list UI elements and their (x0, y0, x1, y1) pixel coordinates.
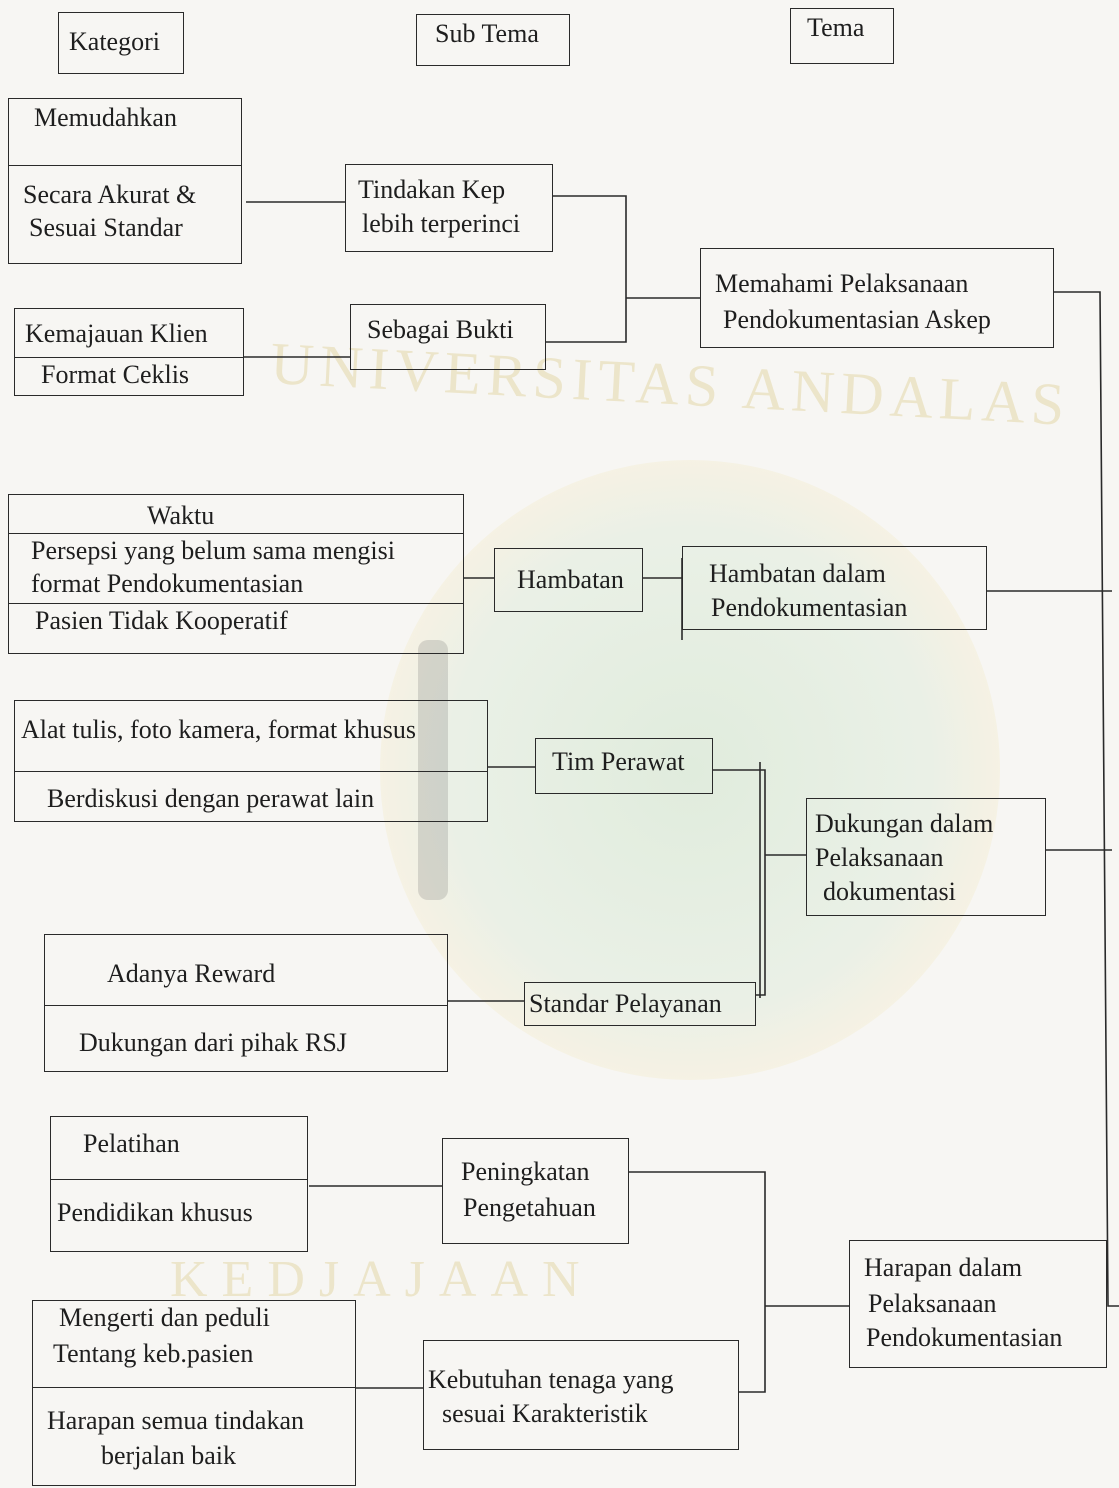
subtheme-box-3: Hambatan (494, 548, 643, 612)
university-seal-watermark (380, 460, 1000, 1080)
category-item: Pasien Tidak Kooperatif (9, 603, 463, 637)
category-item: Sesuai Standar (29, 213, 183, 242)
category-box-3: Waktu Persepsi yang belum sama mengisi f… (8, 494, 464, 654)
theme-line: Hambatan dalam (709, 559, 886, 588)
subtheme-box-7: Kebutuhan tenaga yang sesuai Karakterist… (423, 1340, 739, 1450)
category-item: Persepsi yang belum sama mengisi (9, 533, 463, 567)
theme-line: Pendokumentasian Askep (723, 305, 991, 334)
category-item: Dukungan dari pihak RSJ (45, 1005, 447, 1057)
subtheme-line: Pengetahuan (463, 1193, 596, 1222)
bracket-s4-s5 (713, 769, 766, 996)
category-item: Berdiskusi dengan perawat lain (15, 771, 487, 813)
bracket-s1-s2 (546, 195, 627, 343)
category-item: Waktu (147, 501, 215, 530)
subtheme-box-4: Tim Perawat (535, 738, 713, 794)
subtheme-line: lebih terperinci (362, 209, 521, 238)
spine-right (1054, 291, 1119, 1307)
category-box-1: Memudahkan Secara Akurat & Sesuai Standa… (8, 98, 242, 264)
subtheme-line: Tindakan Kep (358, 175, 506, 204)
category-item: Harapan semua tindakan (33, 1387, 355, 1435)
header-kategori: Kategori (58, 12, 184, 74)
theme-line: Pendokumentasian (866, 1323, 1063, 1352)
subtheme-line: sesuai Karakteristik (442, 1399, 648, 1428)
subtheme-line: Sebagai Bukti (367, 315, 514, 344)
subtheme-line: Standar Pelayanan (529, 989, 722, 1018)
subtheme-line: Kebutuhan tenaga yang (428, 1365, 674, 1394)
bracket-s6-s7 (629, 1171, 766, 1393)
theme-line: dokumentasi (823, 877, 956, 906)
category-item: Pelatihan (83, 1129, 180, 1158)
subtheme-line: Tim Perawat (552, 747, 685, 776)
theme-line: Memahami Pelaksanaan (715, 269, 969, 298)
category-item: berjalan baik (101, 1441, 236, 1470)
category-item: Memudahkan (34, 103, 177, 132)
theme-line: Pendokumentasian (711, 593, 908, 622)
category-item: format Pendokumentasian (31, 569, 304, 598)
theme-line: Harapan dalam (864, 1253, 1023, 1282)
theme-box-4: Harapan dalam Pelaksanaan Pendokumentasi… (849, 1240, 1107, 1368)
category-box-2: Kemajauan Klien Format Ceklis (14, 308, 244, 396)
theme-box-1: Memahami Pelaksanaan Pendokumentasian As… (700, 248, 1054, 348)
header-tema: Tema (790, 8, 894, 64)
category-item: Adanya Reward (107, 959, 276, 988)
header-sub-tema-label: Sub Tema (435, 19, 539, 48)
category-item: Format Ceklis (15, 357, 243, 391)
watermark-text-bottom: KEDJAJAAN (170, 1251, 594, 1308)
category-item: Pendidikan khusus (51, 1179, 307, 1227)
subtheme-line: Peningkatan (461, 1157, 590, 1186)
category-item: Kemajauan Klien (25, 319, 208, 348)
category-box-4: Alat tulis, foto kamera, format khusus B… (14, 700, 488, 822)
category-box-5: Adanya Reward Dukungan dari pihak RSJ (44, 934, 448, 1072)
subtheme-box-5: Standar Pelayanan (524, 982, 756, 1026)
category-item: Tentang keb.pasien (53, 1339, 254, 1368)
seal-torch-shape (418, 640, 448, 900)
header-sub-tema: Sub Tema (416, 14, 570, 66)
theme-box-2: Hambatan dalam Pendokumentasian (682, 546, 987, 630)
subtheme-box-1: Tindakan Kep lebih terperinci (345, 164, 553, 252)
theme-box-3: Dukungan dalam Pelaksanaan dokumentasi (806, 798, 1046, 916)
theme-line: Pelaksanaan (815, 843, 944, 872)
category-box-6: Pelatihan Pendidikan khusus (50, 1116, 308, 1252)
theme-line: Dukungan dalam (815, 809, 994, 838)
header-tema-label: Tema (807, 13, 865, 42)
category-item: Secara Akurat & (9, 165, 241, 209)
header-kategori-label: Kategori (69, 27, 160, 56)
category-item: Mengerti dan peduli (59, 1303, 270, 1332)
theme-line: Pelaksanaan (868, 1289, 997, 1318)
subtheme-line: Hambatan (517, 565, 624, 594)
category-item: Alat tulis, foto kamera, format khusus (21, 715, 416, 744)
subtheme-box-6: Peningkatan Pengetahuan (442, 1138, 629, 1244)
subtheme-box-2: Sebagai Bukti (350, 304, 546, 370)
category-box-7: Mengerti dan peduli Tentang keb.pasien H… (32, 1300, 356, 1486)
